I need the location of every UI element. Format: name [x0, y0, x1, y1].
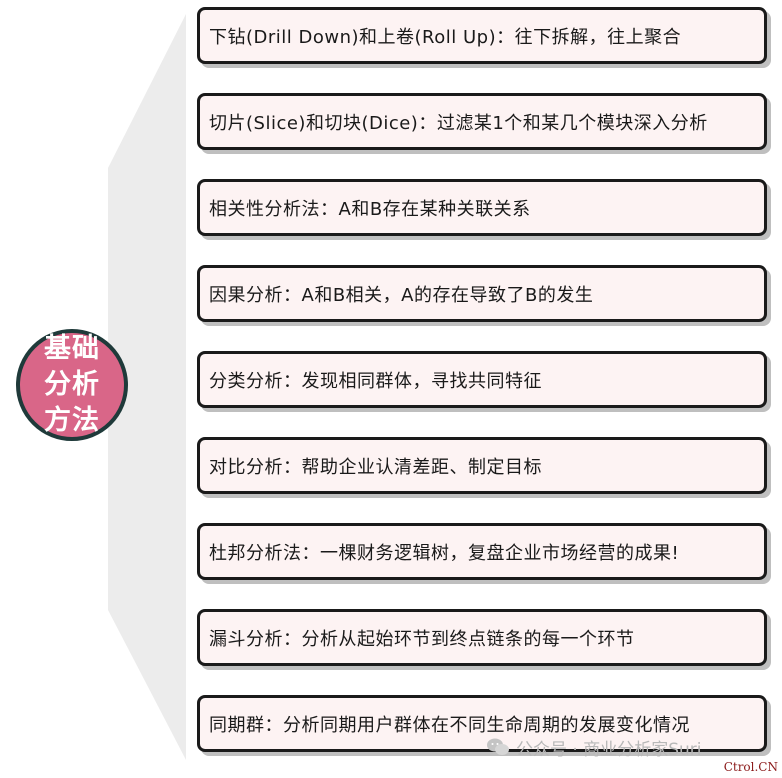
watermark: 公众号 · 商业分析家Suri: [486, 735, 702, 760]
method-item-classification: 分类分析：发现相同群体，寻找共同特征: [197, 351, 767, 408]
method-item-text: 对比分析：帮助企业认清差距、制定目标: [209, 456, 542, 478]
method-item-text: 因果分析：A和B相关，A的存在导致了B的发生: [209, 284, 594, 306]
method-item-cohort: 同期群：分析同期用户群体在不同生命周期的发展变化情况: [197, 695, 767, 752]
center-circle: 基础分析方法: [16, 329, 128, 441]
method-item-correlation: 相关性分析法：A和B存在某种关联关系: [197, 179, 767, 236]
method-item-text: 分类分析：发现相同群体，寻找共同特征: [209, 370, 542, 392]
method-item-dupont: 杜邦分析法：一棵财务逻辑树，复盘企业市场经营的成果!: [197, 523, 767, 580]
method-item-drill-roll: 下钻(Drill Down)和上卷(Roll Up)：往下拆解，往上聚合: [197, 7, 767, 64]
corner-mark: Ctrol.CN: [723, 760, 778, 774]
method-item-funnel: 漏斗分析：分析从起始环节到终点链条的每一个环节: [197, 609, 767, 666]
method-item-slice-dice: 切片(Slice)和切块(Dice)：过滤某1个和某几个模块深入分析: [197, 93, 767, 150]
watermark-text: 公众号 · 商业分析家Suri: [516, 739, 702, 760]
method-item-comparison: 对比分析：帮助企业认清差距、制定目标: [197, 437, 767, 494]
wechat-icon: [487, 738, 509, 755]
method-item-text: 相关性分析法：A和B存在某种关联关系: [209, 198, 531, 220]
center-title: 基础分析方法: [44, 333, 100, 436]
method-item-text: 漏斗分析：分析从起始环节到终点链条的每一个环节: [209, 628, 635, 650]
method-item-text: 切片(Slice)和切块(Dice)：过滤某1个和某几个模块深入分析: [209, 112, 708, 134]
method-item-text: 下钻(Drill Down)和上卷(Roll Up)：往下拆解，往上聚合: [209, 26, 682, 48]
method-item-text: 杜邦分析法：一棵财务逻辑树，复盘企业市场经营的成果!: [209, 542, 680, 564]
method-item-text: 同期群：分析同期用户群体在不同生命周期的发展变化情况: [209, 714, 690, 736]
method-item-causal: 因果分析：A和B相关，A的存在导致了B的发生: [197, 265, 767, 322]
